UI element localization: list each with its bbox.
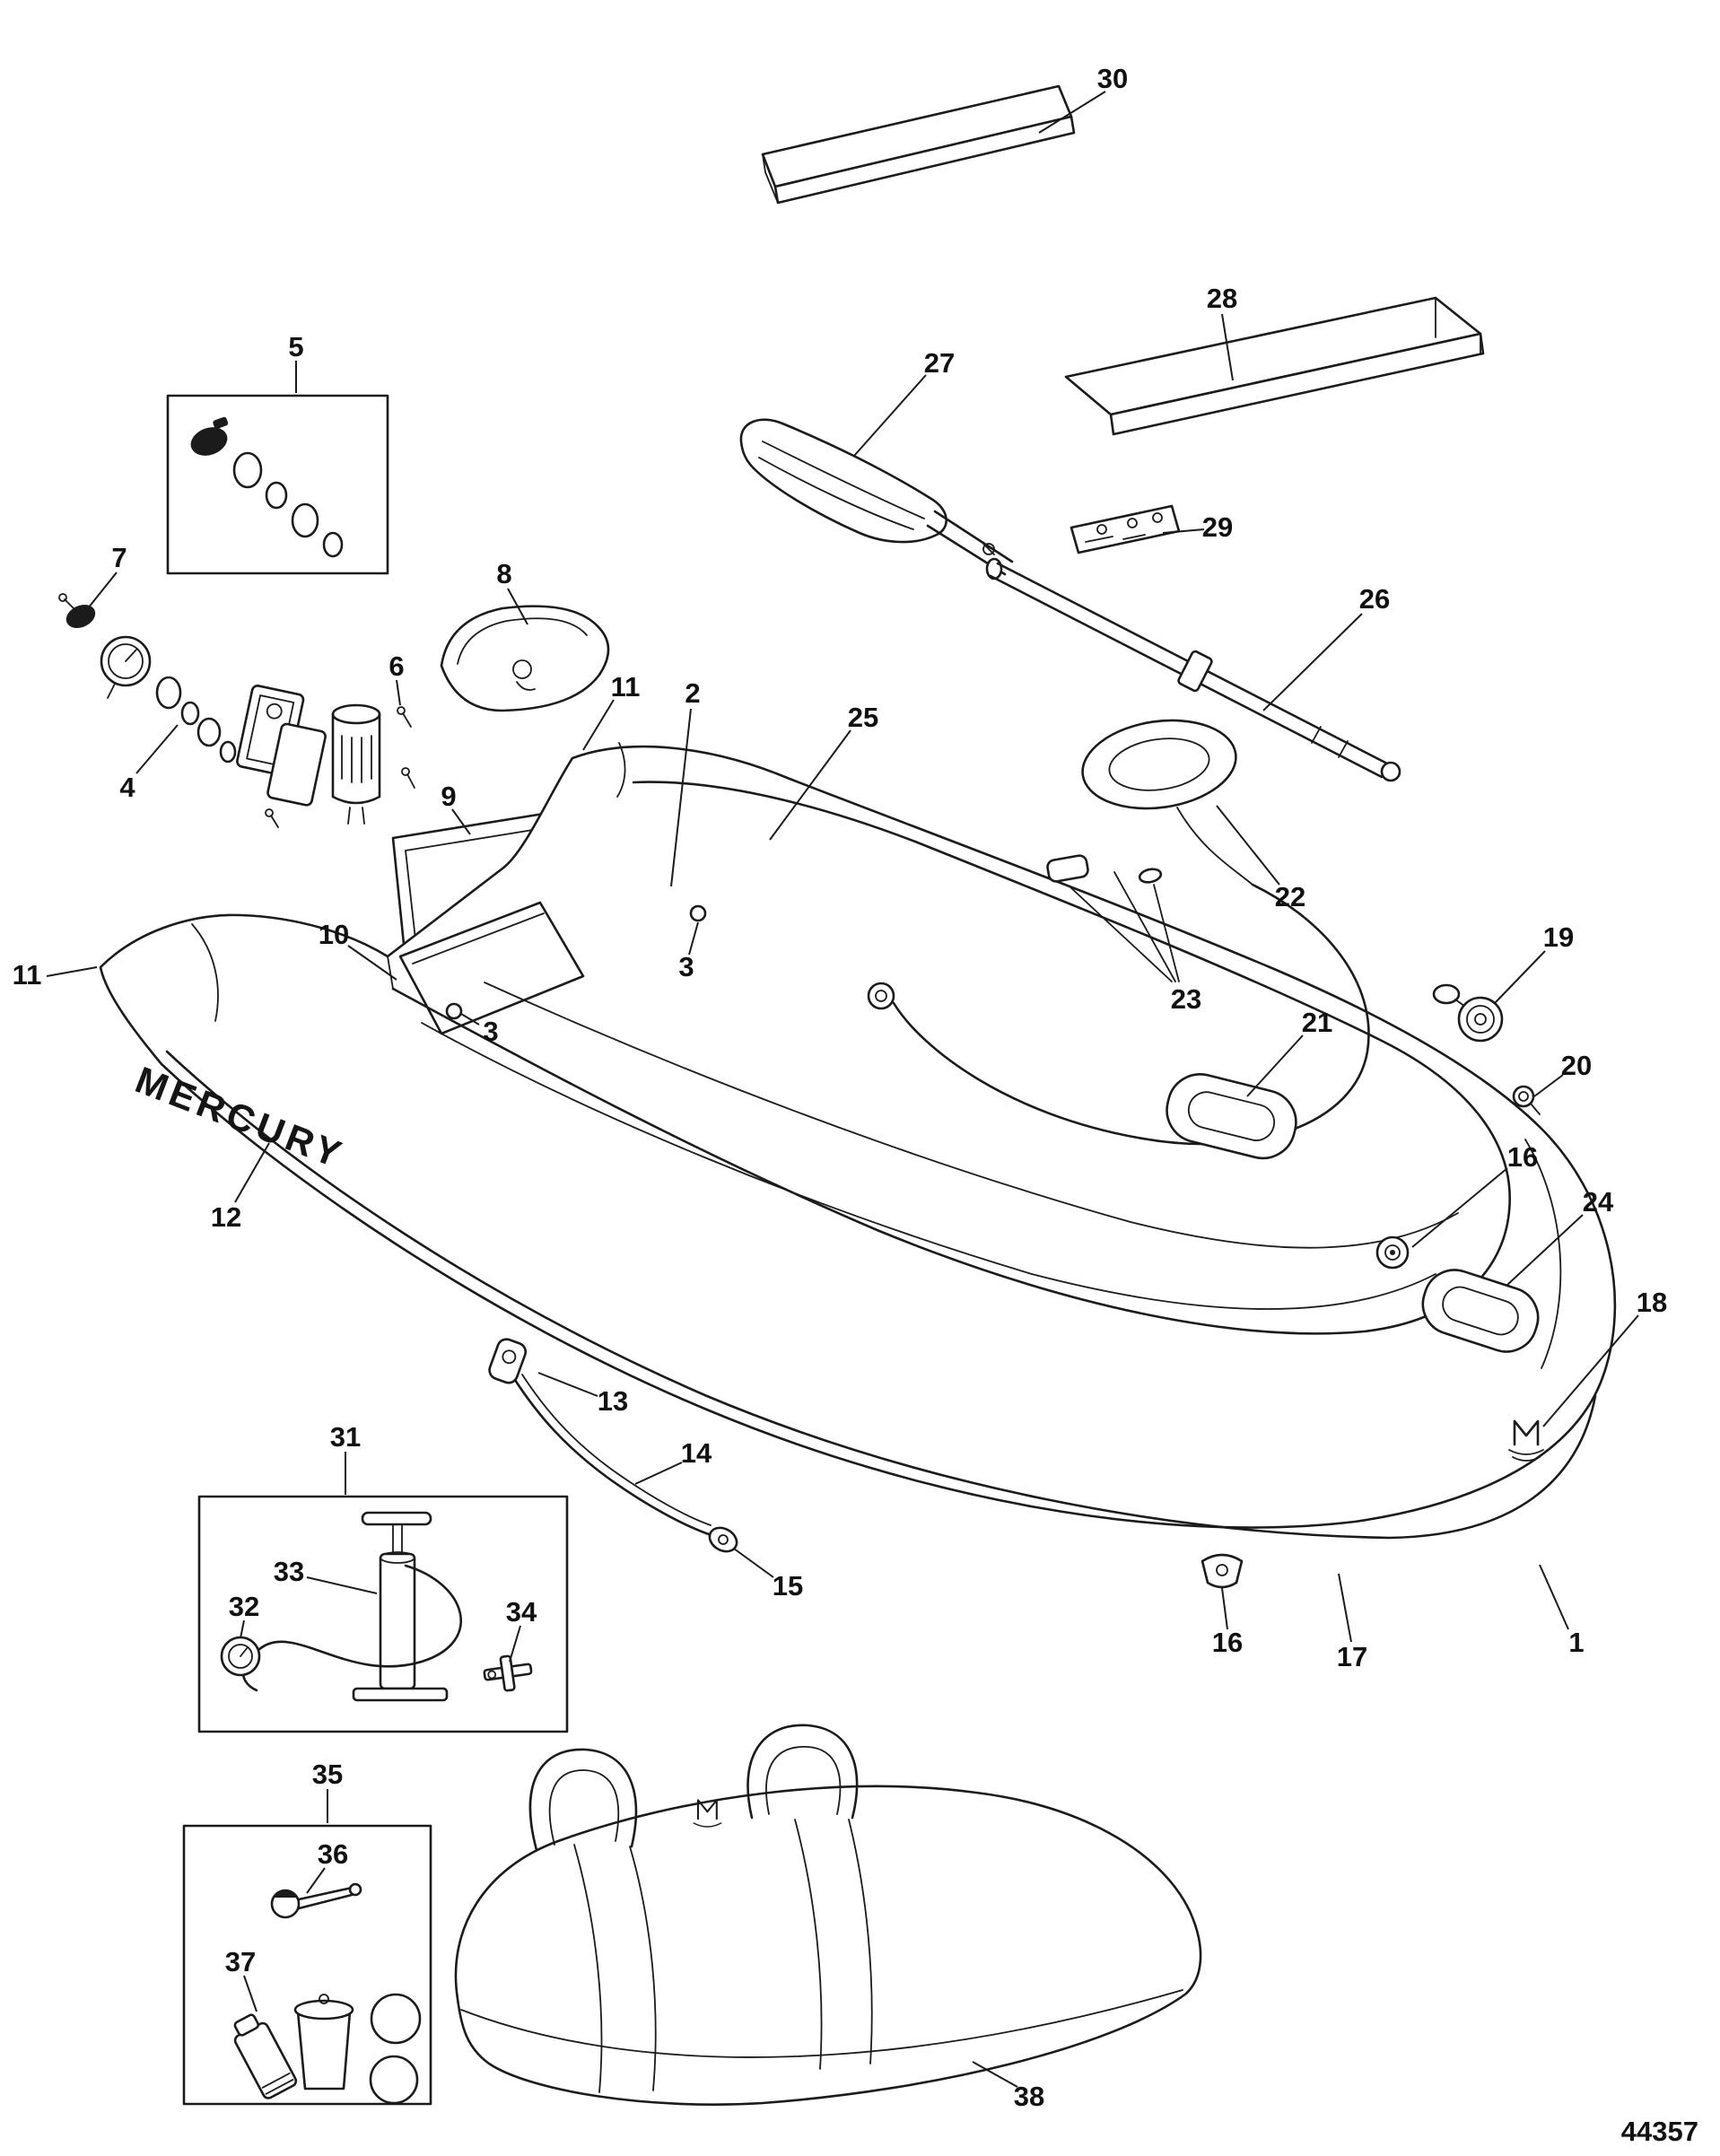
callout-4: 4: [119, 772, 135, 803]
callout-20: 20: [1560, 1050, 1593, 1081]
callout-7: 7: [111, 542, 127, 573]
cord-parts: [1046, 854, 1180, 982]
oar-blade: [739, 418, 1014, 576]
callout-9: 9: [441, 781, 457, 812]
callout-24: 24: [1582, 1186, 1614, 1218]
bag-logo-icon: [693, 1799, 722, 1828]
callout-5: 5: [288, 331, 304, 362]
callout-12: 12: [210, 1201, 242, 1233]
callout-8: 8: [496, 558, 512, 589]
callout-31: 31: [329, 1421, 362, 1453]
callout-37: 37: [224, 1946, 257, 1977]
callout-2: 2: [685, 677, 701, 709]
callout-21: 21: [1301, 1007, 1333, 1038]
pump-kit-box: [197, 1495, 569, 1733]
gauge-assembly: [58, 593, 415, 828]
boat-hull: MERCURY: [99, 742, 1617, 1589]
mercury-logo-icon: [1508, 1419, 1544, 1462]
callout-29: 29: [1201, 511, 1234, 543]
callout-15: 15: [772, 1570, 804, 1602]
callout-13: 13: [597, 1385, 629, 1417]
leader-lines: [46, 91, 1639, 2088]
callout-26: 26: [1358, 583, 1391, 615]
callout-16-upper: 16: [1506, 1141, 1539, 1173]
valve-kit-box: [166, 394, 389, 575]
callout-6: 6: [389, 650, 405, 682]
callout-32: 32: [228, 1591, 260, 1622]
oar-shaft: [982, 543, 1401, 782]
callout-23: 23: [1170, 983, 1202, 1015]
callout-22: 22: [1274, 881, 1306, 912]
rubbing-pad: [440, 605, 610, 712]
callout-1: 1: [1568, 1627, 1585, 1658]
callout-10: 10: [318, 919, 350, 950]
callout-3-a: 3: [678, 951, 694, 982]
callout-38: 38: [1013, 2081, 1045, 2112]
seat-board-small: [761, 84, 1076, 205]
callout-30: 30: [1096, 63, 1129, 94]
callout-33: 33: [273, 1556, 305, 1587]
callout-14: 14: [680, 1437, 712, 1469]
seat-board-large: [1064, 296, 1485, 436]
callout-17: 17: [1336, 1641, 1368, 1672]
callout-25: 25: [847, 702, 879, 733]
callout-3-b: 3: [483, 1016, 499, 1047]
callout-11-left: 11: [12, 959, 42, 991]
callout-19: 19: [1542, 921, 1575, 953]
callout-27: 27: [923, 347, 956, 379]
callout-36: 36: [317, 1838, 349, 1870]
carry-bag: [454, 1724, 1202, 2106]
safety-cord: [488, 1338, 738, 1553]
callout-16-lower: 16: [1211, 1627, 1244, 1658]
callout-28: 28: [1206, 283, 1238, 314]
bow-ring: [1081, 719, 1237, 810]
callout-34: 34: [505, 1596, 537, 1628]
callout-35: 35: [311, 1759, 344, 1790]
callout-18: 18: [1636, 1287, 1668, 1318]
repair-kit-box: [182, 1824, 432, 2106]
callout-11-right: 11: [610, 671, 641, 703]
drawing-number: 44357: [1620, 2116, 1698, 2147]
air-valve: [1432, 983, 1541, 1115]
mounting-plate: [1070, 504, 1181, 554]
